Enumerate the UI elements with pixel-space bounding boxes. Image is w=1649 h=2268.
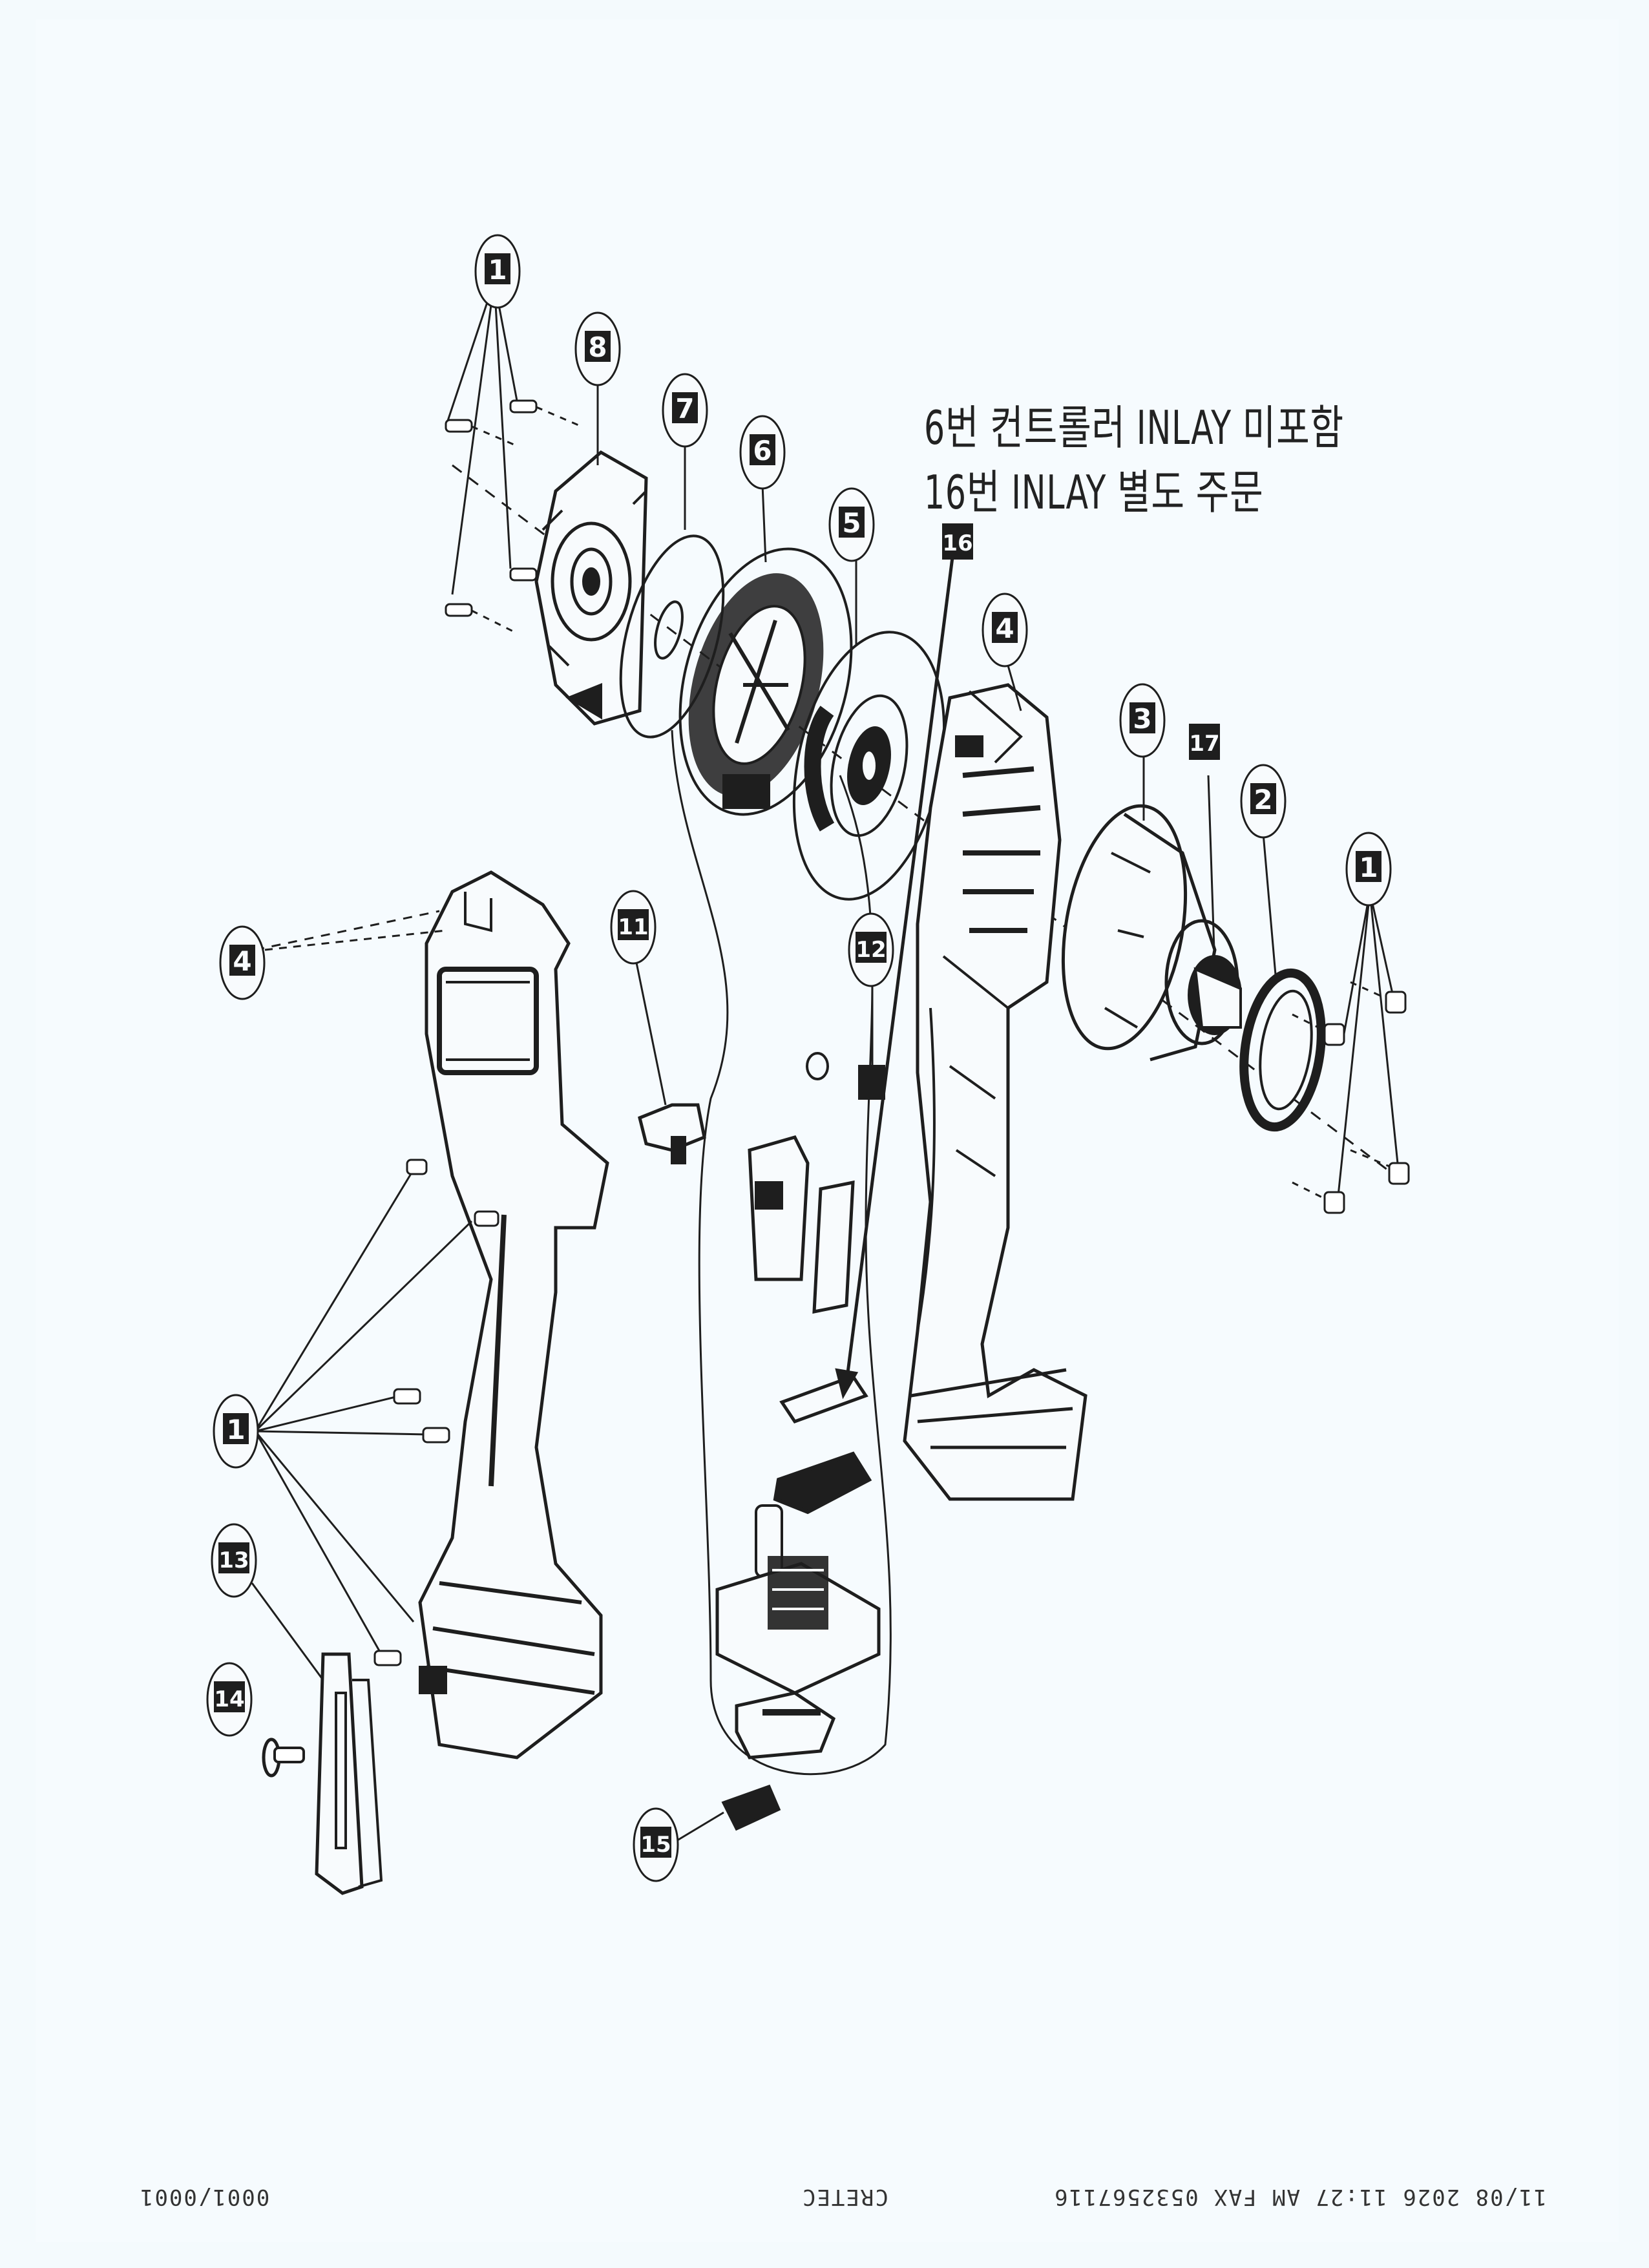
screw-group-right [1292,891,1410,1214]
callout-11: 11 [618,914,648,940]
callout-13: 13 [218,1548,249,1573]
trigger-assembly [748,1135,855,1314]
callout-17-box [1189,724,1220,760]
callout-16: 16 [942,530,972,556]
callout-1-right: 1 [1359,852,1378,883]
callout-8: 8 [588,331,607,363]
controller-group-outline [671,730,892,1776]
callout-1-left: 1 [226,1414,245,1445]
part-13-latch-plate [251,1582,383,1895]
callout-17: 17 [1189,731,1219,757]
part-4-right-housing [903,683,1087,1501]
lens-part [735,1691,836,1759]
callout-4-right: 4 [995,613,1014,644]
dash-leader-left [255,910,440,951]
part-8-end-cap [534,450,648,726]
part-2-seal-ring [1239,968,1326,1132]
dash-leader-4-left [264,929,446,951]
part-6-controller [678,547,853,816]
callout-7: 7 [675,393,694,425]
callout-2: 2 [1254,784,1272,815]
callout-15: 15 [640,1832,671,1858]
callout-3: 3 [1133,703,1151,735]
part-14-screw [262,1738,305,1778]
fax-header-right: 11/08 2026 11:27 AM FAX 0532567116 [1053,2184,1547,2210]
callout-4-left: 4 [233,945,251,977]
note-line-1: 6번 컨트롤러 INLAY 미포함 [924,401,1345,455]
callout-5: 5 [842,507,861,539]
callout-16-box [942,523,973,560]
callout-1-top: 1 [488,254,507,286]
part-4-left-housing [418,870,609,1759]
part-11-switch [635,962,706,1164]
screw-group-left [254,1159,499,1666]
screw-group-top [445,280,582,635]
controller-board [715,1451,881,1695]
square-callouts [942,523,1220,760]
part-5-fan [792,631,946,901]
part-16-inlay [779,552,955,1424]
fax-header-center: CRETEC [801,2184,888,2210]
callout-14: 14 [214,1686,244,1712]
part-3-gear-case [1061,804,1242,1062]
diagram-sheet [36,19,1619,2242]
note-line-2: 16번 INLAY 별도 주문 [924,465,1264,520]
part-15-led [675,1784,781,1843]
pin [806,1052,829,1080]
callout-6: 6 [753,435,772,467]
fax-header-left: 0001/0001 [139,2184,270,2210]
callout-12: 12 [856,937,886,963]
